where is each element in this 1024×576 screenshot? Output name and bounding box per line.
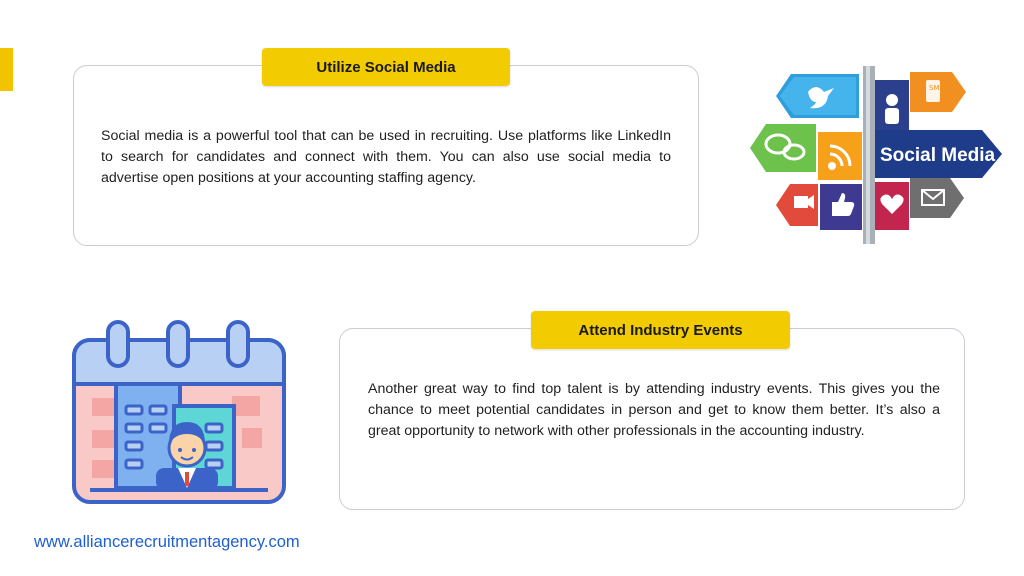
social-media-text: Social media is a powerful tool that can… bbox=[101, 128, 671, 186]
social-media-heading: Utilize Social Media bbox=[262, 48, 510, 86]
sms-label: SMS bbox=[929, 84, 944, 92]
social-media-card bbox=[73, 65, 699, 246]
website-link[interactable]: www.alliancerecruitmentagency.com bbox=[34, 533, 300, 551]
industry-events-card bbox=[339, 328, 965, 510]
calendar-event-image bbox=[72, 320, 286, 504]
accent-bar bbox=[0, 48, 13, 91]
social-media-sign-text: Social Media bbox=[880, 145, 996, 166]
industry-events-heading: Attend Industry Events bbox=[531, 311, 790, 349]
industry-events-text: Another great way to find top talent is … bbox=[368, 381, 940, 439]
social-media-signpost-image: SMS Social Media bbox=[750, 66, 1002, 244]
